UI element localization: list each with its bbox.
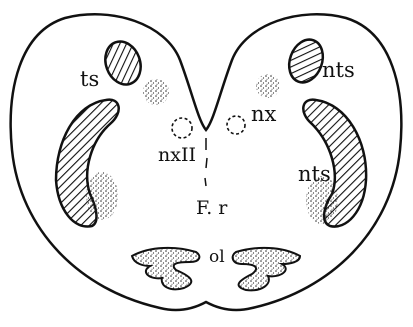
label-ol: ol [209,247,225,267]
left-stippled-nucleus [143,79,169,105]
label-nts-right: nts [298,162,331,186]
label-fr: F. r [196,197,228,219]
left-lower-stipple [86,172,118,220]
label-nxii: nxII [158,144,196,166]
label-nx: nx [251,102,277,126]
nx-stippled-nucleus [256,74,280,98]
label-ts: ts [80,67,99,91]
label-nts-top: nts [322,58,355,82]
